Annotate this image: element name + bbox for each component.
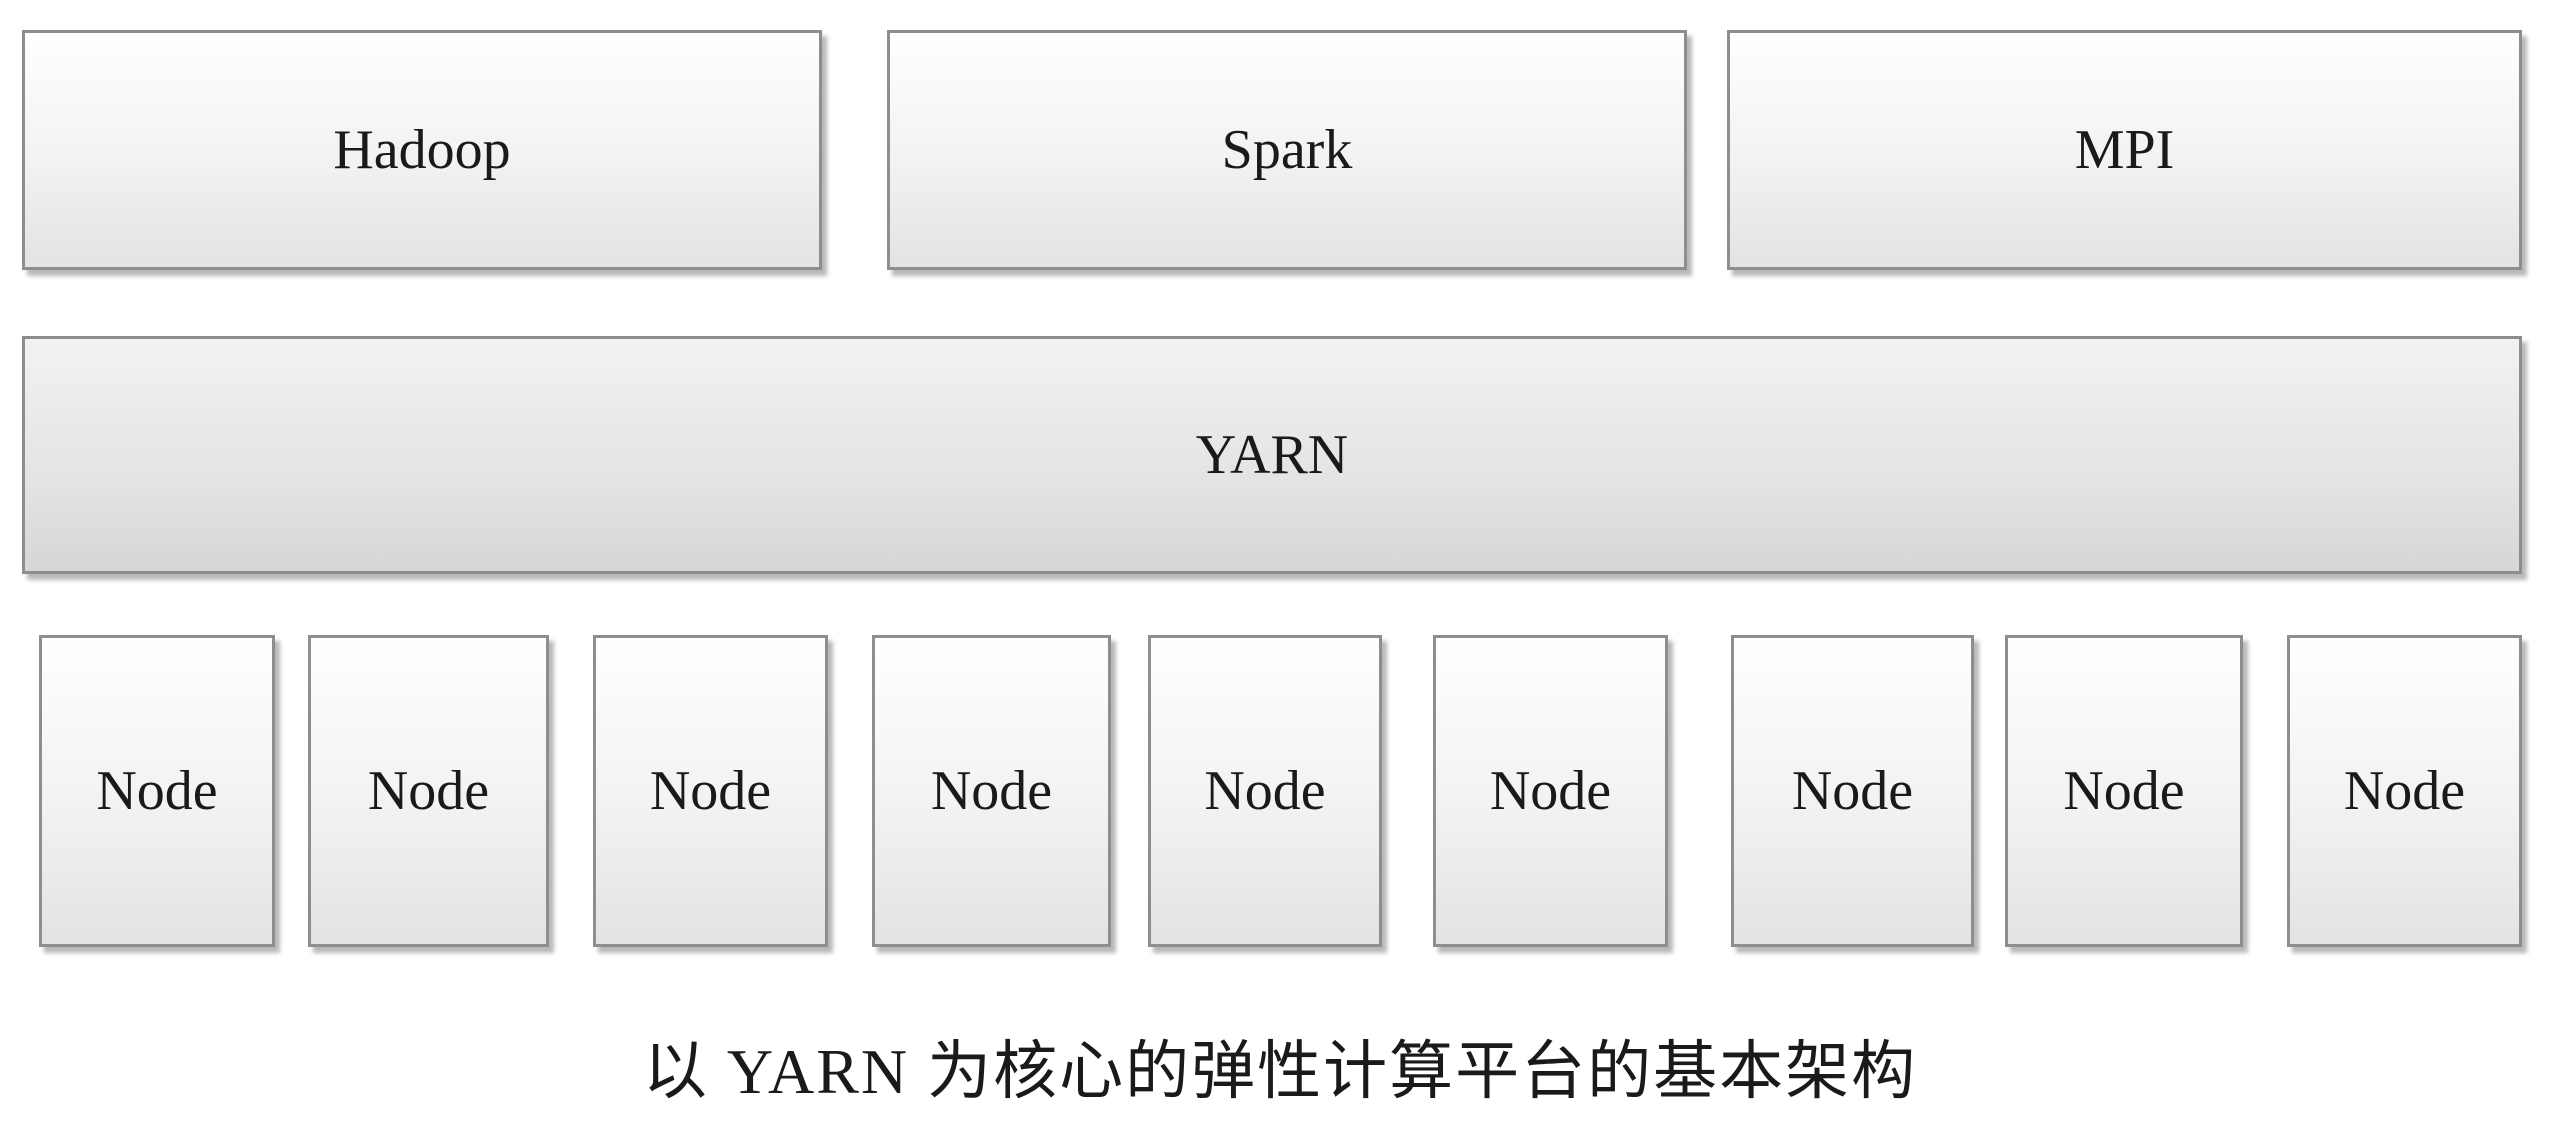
node-5: Node [1148, 635, 1382, 947]
framework-mpi-label: MPI [2074, 119, 2175, 181]
node-label: Node [367, 760, 490, 822]
framework-spark-label: Spark [1221, 119, 1353, 181]
node-label: Node [2063, 760, 2185, 822]
node-label: Node [1791, 760, 1914, 822]
node-6: Node [1433, 635, 1668, 947]
node-4: Node [872, 635, 1111, 947]
node-7: Node [1731, 635, 1974, 947]
node-3: Node [593, 635, 828, 947]
node-2: Node [308, 635, 549, 947]
node-label: Node [96, 760, 218, 822]
node-label: Node [649, 760, 772, 822]
platform-yarn-label: YARN [1195, 424, 1349, 486]
node-1: Node [39, 635, 275, 947]
diagram-caption: 以 YARN 为核心的弹性计算平台的基本架构 [642, 1036, 1918, 1107]
node-label: Node [1489, 760, 1612, 822]
framework-mpi: MPI [1727, 30, 2522, 270]
platform-yarn: YARN [22, 336, 2522, 574]
node-8: Node [2005, 635, 2243, 947]
framework-spark: Spark [887, 30, 1687, 270]
node-label: Node [930, 760, 1053, 822]
framework-hadoop-label: Hadoop [333, 119, 511, 181]
node-9: Node [2287, 635, 2522, 947]
node-label: Node [1204, 760, 1326, 822]
framework-hadoop: Hadoop [22, 30, 822, 270]
node-label: Node [2343, 760, 2466, 822]
